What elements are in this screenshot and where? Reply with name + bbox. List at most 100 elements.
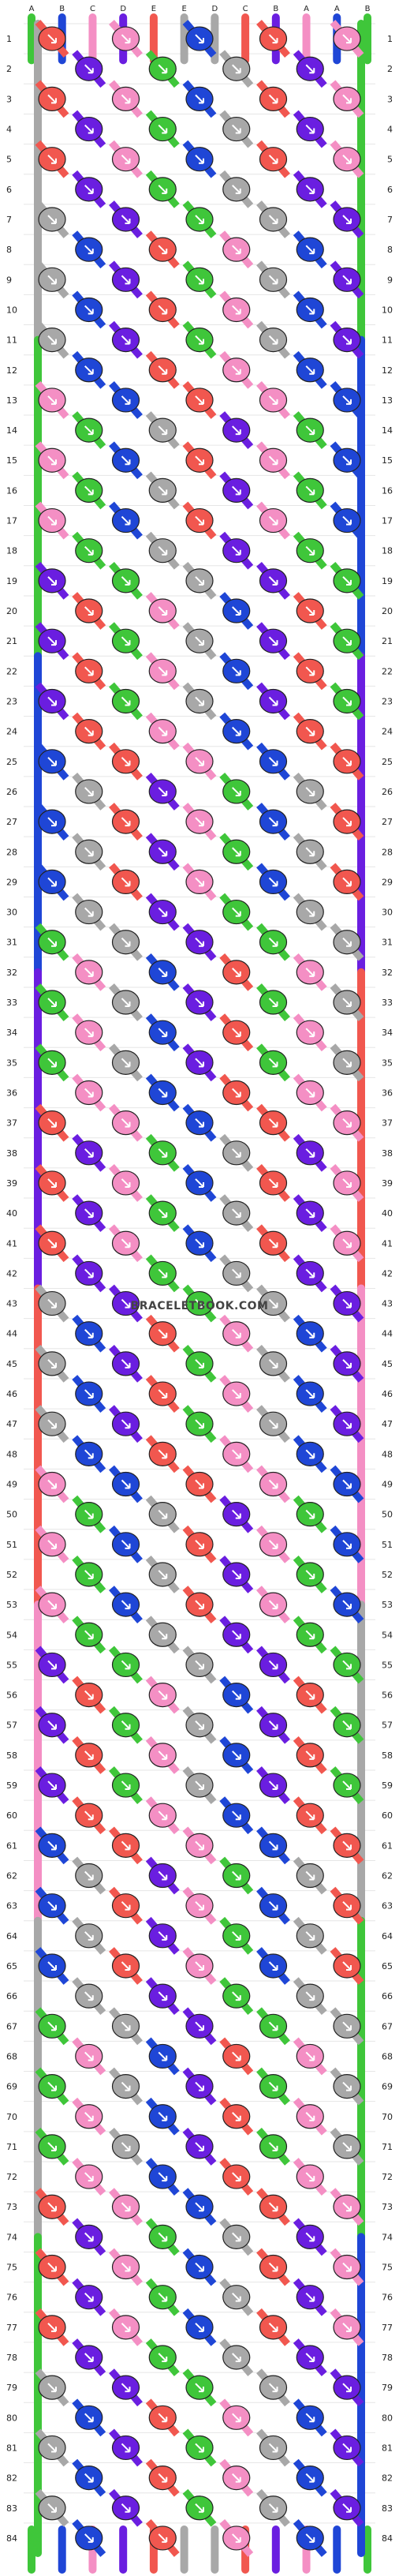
row-number-left: 77 (6, 2323, 17, 2333)
knot-arrow-icon (232, 907, 241, 917)
knot-arrow-icon (195, 1840, 204, 1851)
knot-arrow-icon (305, 124, 315, 134)
knot-arrow-icon (84, 1810, 94, 1821)
row-number-right: 25 (382, 757, 393, 767)
row-number-left: 43 (6, 1299, 17, 1309)
row-number-right: 61 (382, 1840, 393, 1851)
knot-arrow-icon (305, 2413, 315, 2423)
knot-arrow-icon (84, 2051, 94, 2061)
knot-arrow-icon (268, 636, 278, 646)
knot-arrow-icon (232, 2112, 241, 2121)
row-number-left: 83 (6, 2503, 17, 2514)
row-number-left: 19 (6, 576, 17, 586)
row-number-right: 77 (382, 2323, 393, 2333)
knot-arrow-icon (84, 2533, 94, 2543)
knot-arrow-icon (158, 305, 168, 315)
strand-letter: D (120, 5, 126, 13)
knot-arrow-icon (195, 275, 204, 285)
knot-arrow-icon (305, 1028, 315, 1038)
row-number-left: 27 (6, 817, 17, 827)
knot-arrow-icon (268, 1118, 278, 1128)
row-number-right: 7 (387, 215, 393, 225)
knot-arrow-icon (305, 1931, 315, 1941)
knot-arrow-icon (342, 215, 352, 225)
knot-arrow-icon (232, 1931, 241, 1941)
row-number-right: 63 (382, 1901, 393, 1911)
row-number-left: 5 (6, 155, 12, 165)
knot-arrow-icon (158, 606, 168, 616)
row-number-left: 58 (6, 1750, 17, 1761)
row-number-right: 19 (382, 576, 393, 586)
knot-arrow-icon (84, 2413, 94, 2423)
row-number-right: 33 (382, 998, 393, 1008)
knot-arrow-icon (158, 1208, 168, 1219)
knot-arrow-icon (342, 576, 352, 586)
knot-arrow-icon (305, 2112, 315, 2121)
knot-arrow-icon (84, 1088, 94, 1098)
strand-letter: B (365, 5, 371, 13)
knot-arrow-icon (158, 2292, 168, 2302)
knot-arrow-icon (84, 1268, 94, 1279)
knot-arrow-icon (268, 2081, 278, 2091)
row-number-right: 40 (382, 1208, 393, 1219)
knot-arrow-icon (232, 64, 241, 74)
knot-arrow-icon (195, 1359, 204, 1368)
knot-arrow-icon (195, 938, 204, 947)
row-number-right: 11 (382, 335, 393, 346)
knot-arrow-icon (121, 1419, 131, 1429)
knot-arrow-icon (121, 696, 131, 706)
row-number-right: 26 (382, 787, 393, 797)
knot-arrow-icon (268, 2021, 278, 2031)
row-number-right: 44 (382, 1329, 393, 1339)
knot-arrow-icon (342, 1780, 352, 1791)
knot-arrow-icon (158, 1449, 168, 1459)
knot-arrow-icon (342, 2443, 352, 2453)
knot-arrow-icon (158, 787, 168, 796)
row-number-right: 30 (382, 908, 393, 918)
knot-arrow-icon (158, 1570, 168, 1579)
row-number-right: 34 (382, 1028, 393, 1038)
knot-arrow-icon (268, 335, 278, 345)
row-number-left: 40 (6, 1208, 17, 1219)
knot-arrow-icon (158, 1750, 168, 1760)
knot-arrow-icon (232, 1630, 241, 1640)
knot-arrow-icon (158, 546, 168, 556)
strand-letter: A (29, 5, 35, 13)
knot-arrow-icon (232, 606, 241, 616)
row-number-left: 47 (6, 1419, 17, 1429)
knot-arrow-icon (121, 998, 131, 1008)
knot-arrow-icon (268, 1479, 278, 1489)
knot-arrow-icon (158, 485, 168, 496)
knot-arrow-icon (158, 365, 168, 375)
knot-arrow-icon (268, 1780, 278, 1791)
knot-arrow-icon (195, 94, 204, 104)
knot-arrow-icon (232, 2051, 241, 2061)
knot-arrow-icon (158, 968, 168, 977)
knot-arrow-icon (121, 94, 131, 104)
knot-arrow-icon (305, 2172, 315, 2182)
row-number-left: 21 (6, 636, 17, 646)
knot-arrow-icon (121, 2202, 131, 2212)
knot-arrow-icon (158, 245, 168, 255)
knot-arrow-icon (195, 2021, 204, 2031)
knot-arrow-icon (305, 365, 315, 375)
knot-arrow-icon (47, 1600, 57, 1610)
knot-arrow-icon (342, 938, 352, 947)
knot-arrow-icon (305, 2232, 315, 2242)
knot-arrow-icon (195, 2323, 204, 2332)
row-number-right: 51 (382, 1540, 393, 1550)
knot-arrow-icon (268, 1600, 278, 1610)
knot-arrow-icon (305, 787, 315, 796)
row-number-right: 64 (382, 1931, 393, 1941)
knot-arrow-icon (195, 395, 204, 405)
knot-arrow-icon (268, 1961, 278, 1971)
knot-arrow-icon (232, 2232, 241, 2242)
knot-arrow-icon (195, 2202, 204, 2212)
knot-arrow-icon (305, 1810, 315, 1821)
knot-arrow-icon (47, 1178, 57, 1188)
knot-arrow-icon (47, 2323, 57, 2332)
knot-arrow-icon (158, 2473, 168, 2483)
knot-arrow-icon (232, 305, 241, 315)
knot-arrow-icon (342, 2081, 352, 2091)
knot-arrow-icon (305, 606, 315, 616)
